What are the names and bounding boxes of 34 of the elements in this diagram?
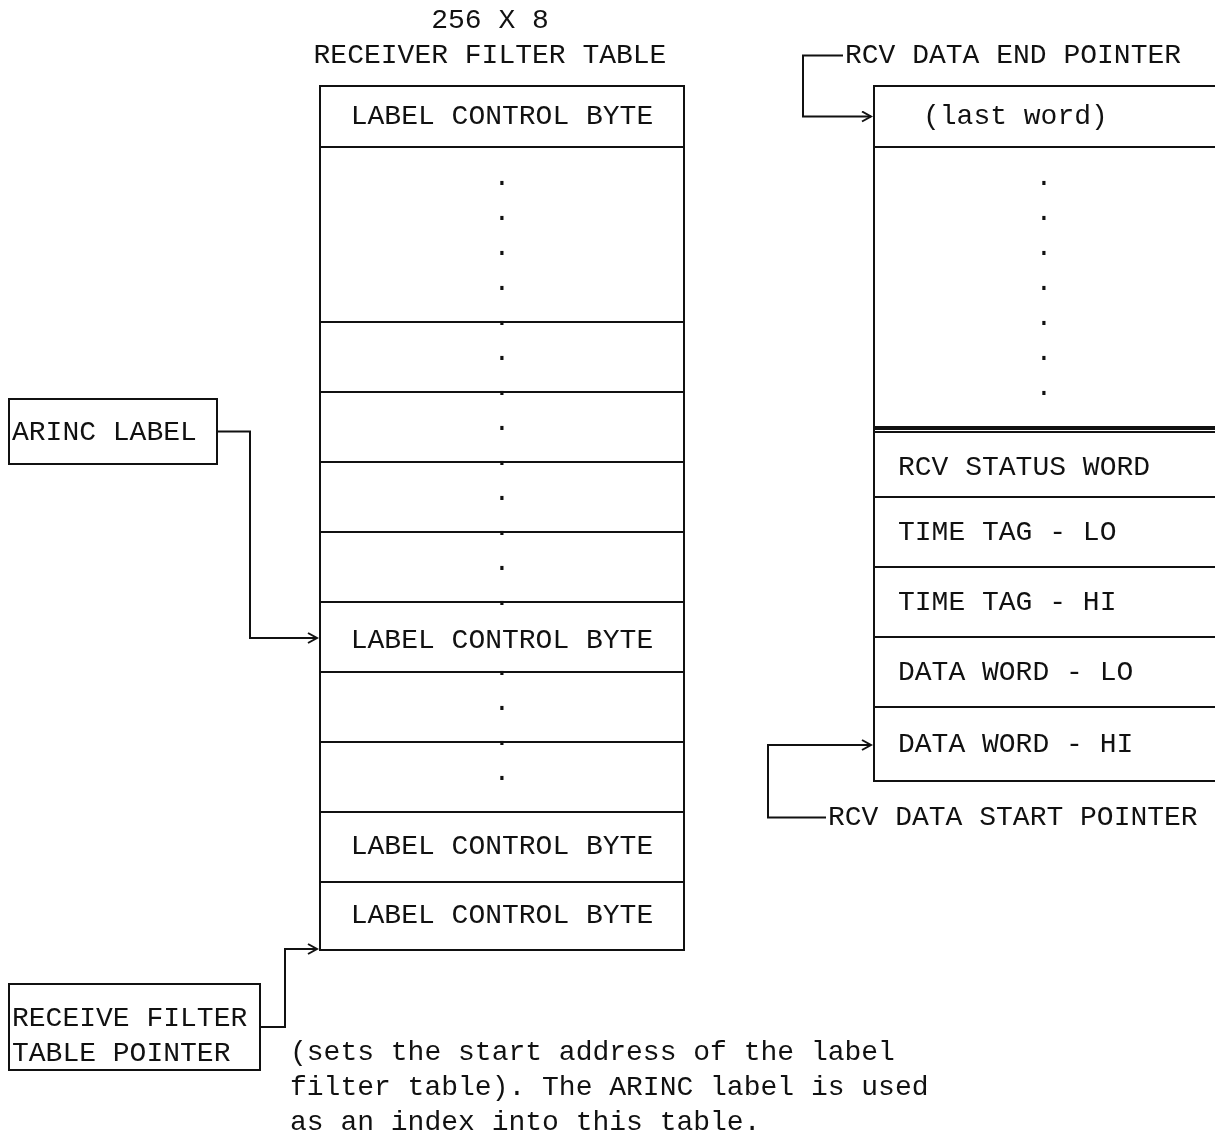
ellipsis-dots: . . . . . . . — [1035, 161, 1053, 405]
pointer-box — [8, 983, 261, 1071]
row-label: LABEL CONTROL BYTE — [349, 899, 655, 933]
pointer-arrow — [767, 739, 872, 819]
pointer-label: RCV DATA END POINTER — [845, 38, 1205, 73]
table-row — [319, 743, 685, 813]
pointer-arrow — [802, 54, 872, 123]
table-title: 256 X 8 — [430, 4, 550, 38]
pointer-label: RCV DATA START POINTER — [828, 800, 1213, 835]
row-label: RCV STATUS WORD — [898, 451, 1151, 485]
table-title: RECEIVER FILTER TABLE — [312, 39, 668, 73]
box-label: RECEIVE FILTER TABLE POINTER — [12, 1002, 248, 1071]
pointer-arrow — [217, 430, 318, 644]
ellipsis-dots: . . . . — [493, 161, 511, 300]
table-row — [319, 673, 685, 743]
row-label: LABEL CONTROL BYTE — [349, 100, 655, 134]
row-label: DATA WORD - LO — [898, 656, 1134, 690]
table-row — [319, 603, 685, 673]
row-label: LABEL CONTROL BYTE — [349, 830, 655, 864]
table-row — [319, 393, 685, 463]
row-label: LABEL CONTROL BYTE — [349, 624, 655, 658]
table-row — [319, 463, 685, 533]
row-label: TIME TAG - LO — [898, 516, 1117, 550]
table-row — [319, 533, 685, 603]
note-text: (sets the start address of the label filter table). The ARINC label is used as an index into this table. — [290, 1036, 929, 1136]
box-label: ARINC LABEL — [12, 416, 197, 450]
label-box — [8, 398, 218, 465]
row-label: (last word) — [923, 100, 1108, 134]
pointer-arrow — [260, 943, 318, 1028]
row-label: DATA WORD - HI — [898, 728, 1134, 762]
table-row — [873, 428, 1215, 498]
row-label: TIME TAG - HI — [898, 586, 1117, 620]
table-row — [319, 323, 685, 393]
memory-block — [873, 85, 1215, 782]
